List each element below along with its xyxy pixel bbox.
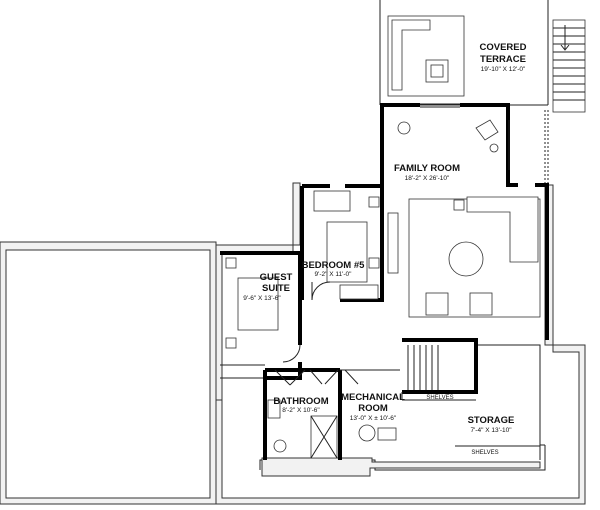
storage-dims: 7'-4" X 13'-10" <box>470 427 512 434</box>
bathroom-dims: 8'-2" X 10'-6" <box>282 407 320 414</box>
bedroom5-name: BEDROOM #5 <box>302 260 366 271</box>
mechanical-name-2: ROOM <box>358 403 388 414</box>
family-room-dims: 18'-2" X 26'-10" <box>405 175 450 182</box>
garage-area <box>0 241 217 505</box>
bathroom-name: BATHROOM <box>273 396 328 407</box>
terrace-dims: 19'-10" X 12'-0" <box>481 66 526 73</box>
terrace-name: COVERED <box>480 42 527 53</box>
bedroom5-dims: 9'-2" X 11'-0" <box>315 271 353 278</box>
shelves-lower: SHELVES <box>471 450 498 456</box>
storage: SHELVES SHELVES STORAGE 7'-4" X 13'-10" <box>401 338 545 460</box>
mechanical-name: MECHANICAL <box>341 392 405 403</box>
shelves-upper: SHELVES <box>426 395 453 401</box>
doors <box>274 281 359 386</box>
exterior-stairs <box>544 19 586 185</box>
bedroom-5: BEDROOM #5 9'-2" X 11'-0" <box>292 182 384 302</box>
guest-suite: GUEST SUITE 9'-6" X 13'-6" <box>215 244 302 401</box>
guest-suite-dims: 9'-6" X 13'-6" <box>243 295 281 302</box>
family-room: FAMILY ROOM 18'-2" X 26'-10" <box>380 103 549 340</box>
covered-terrace: COVERED TERRACE 19'-10" X 12'-0" <box>379 0 549 106</box>
guest-suite-name: GUEST <box>260 272 293 283</box>
terrace-name-2: TERRACE <box>480 54 526 65</box>
mechanical-room: MECHANICAL ROOM 13'-0" X ± 10'-6" <box>340 369 405 442</box>
mechanical-dims: 13'-0" X ± 10'-6" <box>350 415 397 422</box>
guest-suite-name-2: SUITE <box>262 283 290 294</box>
family-room-name: FAMILY ROOM <box>394 163 460 174</box>
bathroom: BATHROOM 8'-2" X 10'-6" <box>263 368 342 460</box>
storage-name: STORAGE <box>468 415 515 426</box>
